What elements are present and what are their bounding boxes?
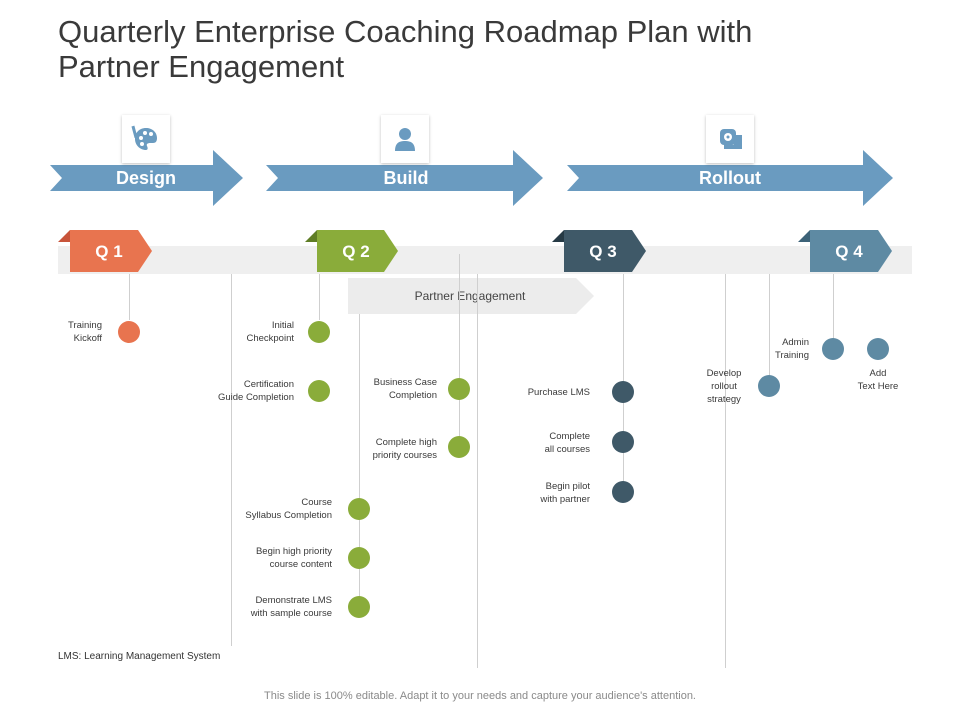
abbreviation-note: LMS: Learning Management System xyxy=(58,651,221,662)
q2-tab xyxy=(317,230,398,272)
milestone-dot xyxy=(308,380,330,402)
milestone-label-begin-high-priority: Begin high priority course content xyxy=(255,546,332,570)
quarter-label-q3: Q 3 xyxy=(589,242,617,261)
milestone-label-purchase-lms: Purchase LMS xyxy=(527,387,590,398)
milestone-label-begin-pilot: Begin pilot with partner xyxy=(540,481,590,505)
milestone-label-admin-training: Admin Training xyxy=(775,337,809,361)
quarter-tabs xyxy=(58,230,892,272)
divider-line xyxy=(231,274,232,646)
milestone-dot xyxy=(118,321,140,343)
rollout-arrow xyxy=(567,150,893,206)
phase-label-rollout: Rollout xyxy=(699,168,761,188)
quarter-label-q4: Q 4 xyxy=(835,242,863,261)
milestone-label-demonstrate-lms: Demonstrate LMS with sample course xyxy=(250,595,332,619)
palette-icon xyxy=(122,115,170,163)
milestone-dot xyxy=(822,338,844,360)
milestone-dot xyxy=(448,378,470,400)
footer-text: This slide is 100% editable. Adapt it to… xyxy=(264,690,696,702)
milestone-stem xyxy=(129,274,130,320)
milestone-label-add-text-here: Add Text Here xyxy=(857,368,899,392)
milestone-dot xyxy=(348,596,370,618)
partner-engagement-banner xyxy=(348,278,594,314)
q4-tab xyxy=(810,230,892,272)
milestone-dot xyxy=(612,381,634,403)
milestone-label-business-case: Business Case Completion xyxy=(373,377,437,401)
milestone-dot xyxy=(758,375,780,397)
milestone-stem xyxy=(459,254,460,450)
milestone-label-complete-all-courses: Complete all courses xyxy=(544,431,590,455)
phase-label-design: Design xyxy=(115,168,176,188)
divider-line xyxy=(725,274,726,668)
milestone-label-complete-high-priority: Complete high priority courses xyxy=(372,437,437,461)
milestone-dot xyxy=(448,436,470,458)
milestone-label-certification-guide: Certification Guide Completion xyxy=(217,379,294,403)
divider-line xyxy=(477,274,478,668)
design-arrow xyxy=(50,150,243,206)
quarter-label-q1: Q 1 xyxy=(95,242,123,261)
phase-arrows xyxy=(50,150,893,206)
page-title: Quarterly Enterprise Coaching Roadmap Pl… xyxy=(58,14,753,84)
timeline-track xyxy=(58,246,912,274)
phase-label-build: Build xyxy=(383,168,429,188)
milestone-label-course-syllabus: Course Syllabus Completion xyxy=(245,497,332,521)
milestone-stem xyxy=(359,314,360,614)
milestone-label-initial-checkpoint: Initial Checkpoint xyxy=(246,320,294,344)
milestone-stem xyxy=(769,274,770,386)
milestone-stem xyxy=(319,274,320,320)
milestone-dot xyxy=(348,547,370,569)
partner-engagement-label: Partner Engagement xyxy=(414,289,526,303)
build-arrow xyxy=(266,150,543,206)
user-icon xyxy=(381,115,429,163)
milestone-dot xyxy=(867,338,889,360)
milestone-dot xyxy=(348,498,370,520)
milestone-stem xyxy=(833,274,834,348)
q1-tab xyxy=(70,230,152,272)
q3-tab xyxy=(564,230,646,272)
milestone-label-develop-rollout: Develop rollout strategy xyxy=(706,368,742,405)
tape-icon xyxy=(706,115,754,163)
milestone-dot xyxy=(612,431,634,453)
milestone-dot xyxy=(308,321,330,343)
milestone-label-training-kickoff: Training Kickoff xyxy=(68,320,102,344)
milestone-dot xyxy=(612,481,634,503)
quarter-label-q2: Q 2 xyxy=(342,242,370,261)
